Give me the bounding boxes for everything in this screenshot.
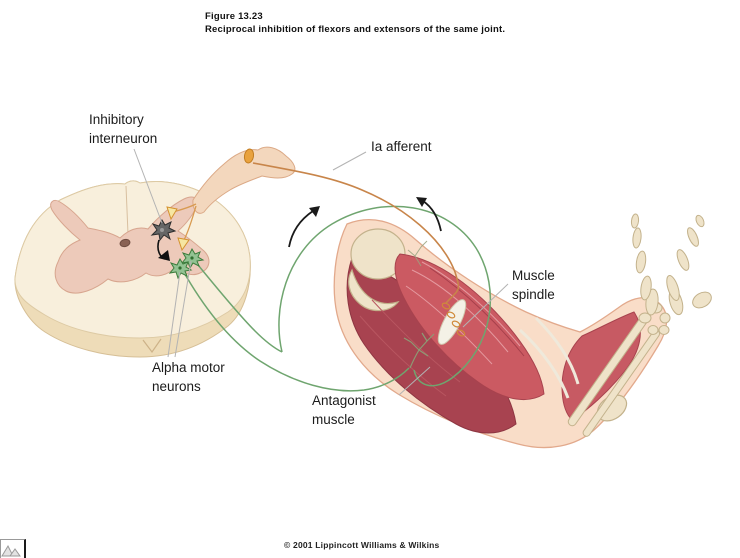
forearm-muscle-shape [561, 311, 641, 421]
central-canal [119, 238, 131, 248]
ventral-median-fissure [142, 338, 162, 354]
posterior-median-sulcus [125, 185, 129, 235]
synapse-terminals [166, 206, 190, 252]
synapse-terminal-1 [166, 206, 178, 221]
inhibitory-interneuron-cell [150, 218, 177, 242]
spindle-coil [441, 302, 466, 337]
leader-antagonist-muscle [398, 366, 431, 396]
humerus-head-bone [350, 228, 406, 280]
broken-image-placeholder-icon [0, 539, 26, 558]
leader-alpha-motor-1 [167, 271, 181, 358]
arm [333, 213, 712, 449]
nerve-terminal-branches [403, 332, 435, 369]
dorsal-root-ganglion [192, 146, 296, 214]
efferent-fiber-b [181, 268, 410, 392]
muscle-spindle-shape [437, 299, 467, 345]
efferent-fiber-a [193, 259, 283, 353]
upper-nerve-branch [407, 240, 428, 267]
label-ia-afferent: Ia afferent [371, 139, 432, 154]
ia-afferent-fiber [252, 162, 460, 304]
rotation-arrow-left [288, 206, 320, 248]
biceps-muscle-shape [394, 253, 545, 400]
ganglion-cell-body [243, 148, 255, 164]
leader-ia-afferent [332, 151, 367, 171]
efferent-fibers [181, 205, 492, 392]
label-antagonist-muscle: Antagonist muscle [312, 393, 376, 427]
leader-alpha-motor-2 [174, 260, 192, 358]
elbow-tendons [518, 316, 580, 399]
efferent-fiber-loop [278, 205, 492, 387]
label-alpha-motor-neurons: Alpha motor neurons [152, 360, 225, 394]
label-muscle-spindle: Muscle spindle [512, 268, 555, 302]
inhibition-arrow [157, 239, 170, 261]
leader-inhibitory-interneuron [133, 148, 163, 224]
rotation-arrow-right [416, 197, 442, 232]
leader-lines [133, 148, 509, 396]
leader-muscle-spindle [462, 283, 509, 328]
synapse-terminal-2 [177, 237, 190, 252]
spinal-cord-cross-section [14, 146, 296, 358]
scapula-bone [348, 268, 400, 312]
hand-bones [630, 213, 712, 335]
copyright-notice: © 2001 Lippincott Williams & Wilkins [284, 540, 440, 550]
label-inhibitory-interneuron: Inhibitory interneuron [89, 112, 158, 146]
figure-number: Figure 13.23 [205, 11, 263, 22]
figure-caption: Reciprocal inhibition of flexors and ext… [205, 24, 506, 35]
alpha-motor-neuron-cells [168, 247, 205, 280]
placeholder-mountains-icon [1, 544, 21, 557]
